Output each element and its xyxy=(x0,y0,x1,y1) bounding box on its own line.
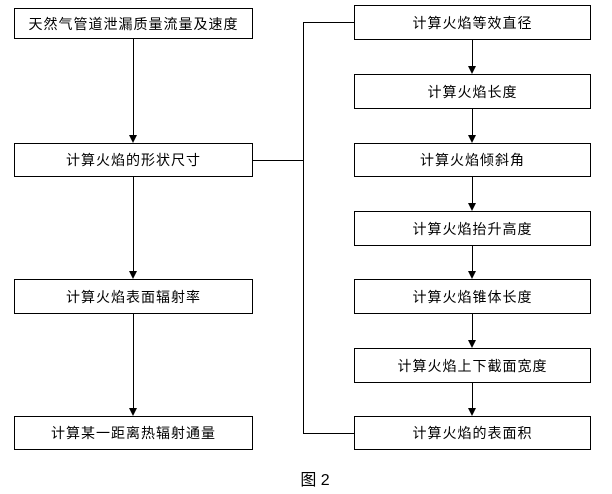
box-flame-surface-area: 计算火焰的表面积 xyxy=(354,416,591,450)
box-flame-tilt-angle: 计算火焰倾斜角 xyxy=(354,143,591,177)
box-flame-shape-size: 计算火焰的形状尺寸 xyxy=(14,143,253,177)
arrowhead-icon xyxy=(129,135,137,143)
figure-caption: 图 2 xyxy=(300,472,330,489)
arrow-shaft xyxy=(472,383,473,409)
box-leak-mass-flow: 天然气管道泄漏质量流量及速度 xyxy=(14,8,253,39)
down-arrow xyxy=(468,109,477,143)
down-arrow xyxy=(468,177,477,211)
arrow-shaft xyxy=(472,40,473,67)
connector-line-spine xyxy=(303,22,304,433)
arrow-shaft xyxy=(472,314,473,341)
arrow-shaft xyxy=(472,109,473,136)
arrow-shaft xyxy=(133,177,134,272)
box-flame-section-width: 计算火焰上下截面宽度 xyxy=(354,348,591,383)
down-arrow xyxy=(468,314,477,348)
connector-line-bottom xyxy=(303,433,354,434)
down-arrow xyxy=(468,383,477,416)
down-arrow xyxy=(129,177,138,279)
arrowhead-icon xyxy=(468,408,476,416)
box-flame-lift-height: 计算火焰抬升高度 xyxy=(354,211,591,246)
down-arrow xyxy=(468,40,477,74)
arrowhead-icon xyxy=(468,203,476,211)
arrowhead-icon xyxy=(129,408,137,416)
down-arrow xyxy=(468,246,477,279)
connector-line-middle xyxy=(253,160,303,161)
arrowhead-icon xyxy=(468,340,476,348)
box-flame-surface-radiation: 计算火焰表面辐射率 xyxy=(14,279,253,314)
arrow-shaft xyxy=(133,314,134,409)
arrow-shaft xyxy=(472,177,473,204)
box-flame-cone-length: 计算火焰锥体长度 xyxy=(354,279,591,314)
arrowhead-icon xyxy=(129,271,137,279)
arrow-shaft xyxy=(472,246,473,272)
down-arrow xyxy=(129,39,138,143)
box-equivalent-diameter: 计算火焰等效直径 xyxy=(354,5,591,40)
box-heat-radiation-flux: 计算某一距离热辐射通量 xyxy=(14,416,253,450)
connector-line-top xyxy=(303,22,354,23)
down-arrow xyxy=(129,314,138,416)
arrow-shaft xyxy=(133,39,134,136)
box-flame-length: 计算火焰长度 xyxy=(354,74,591,109)
arrowhead-icon xyxy=(468,135,476,143)
arrowhead-icon xyxy=(468,66,476,74)
arrowhead-icon xyxy=(468,271,476,279)
